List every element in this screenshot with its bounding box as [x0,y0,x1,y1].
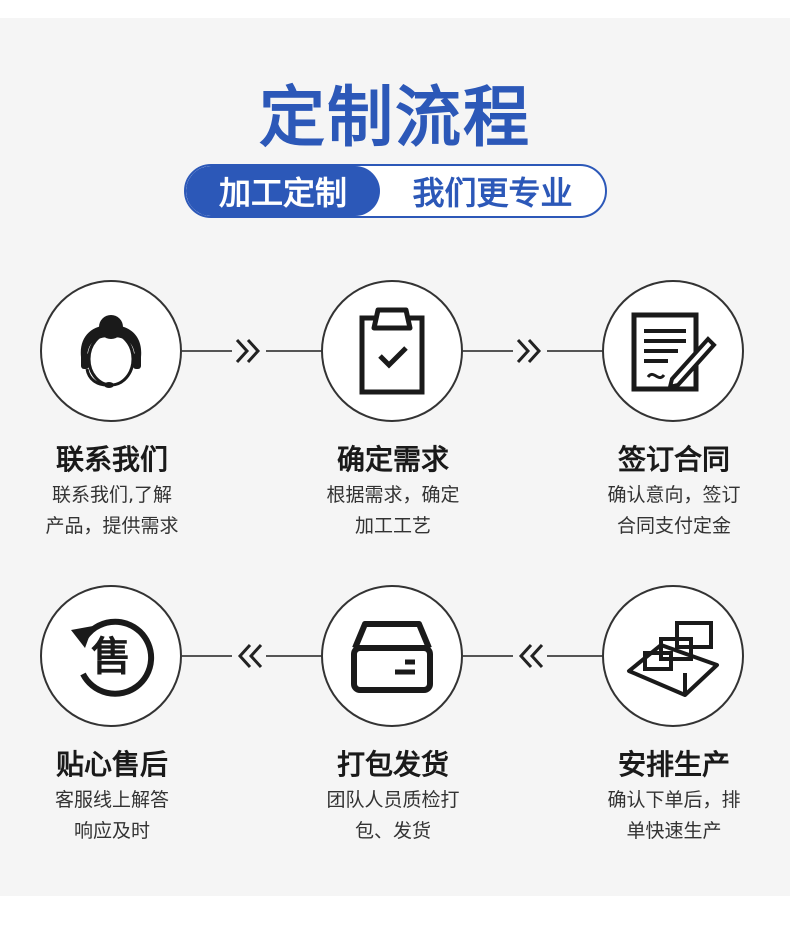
step-circle-requirements [321,280,463,422]
step-desc: 产品，提供需求 [45,515,179,537]
tagline-left: 加工定制 [186,166,380,216]
step-desc: 加工工艺 [354,515,431,537]
package-box-icon [351,621,433,693]
step-desc: 包、发货 [354,820,431,842]
double-chevron-right-icon [232,336,266,366]
tagline-pill: 加工定制 我们更专业 [184,164,607,218]
step-circle-contract [602,280,744,422]
double-chevron-left-icon [232,641,266,671]
double-chevron-right-icon [513,336,547,366]
step-desc: 客服线上解答 [54,789,169,811]
step-circle-production [602,585,744,727]
contract-sign-icon [631,312,717,392]
after-sale-glyph: 售 [91,634,131,680]
step-circle-contact [40,280,182,422]
step-desc: 确认意向，签订 [607,484,741,506]
step-circle-aftersale: 售 [40,585,182,727]
step-desc: 根据需求，确定 [326,484,460,506]
step-title: 确定需求 [336,443,449,476]
step-title: 联系我们 [55,443,168,476]
step-title: 贴心售后 [55,748,168,781]
page-title: 定制流程 [259,79,531,156]
step-desc: 合同支付定金 [616,515,731,537]
step-desc: 团队人员质检打 [326,789,460,811]
step-title: 打包发货 [336,748,449,781]
step-desc: 确认下单后，排 [607,789,741,811]
step-desc: 响应及时 [73,820,150,842]
double-chevron-left-icon [513,641,547,671]
customer-service-icon [80,315,142,388]
step-desc: 单快速生产 [626,820,722,842]
step-circle-shipping [321,585,463,727]
after-sale-icon: 售 [71,618,155,697]
step-title: 签订合同 [617,443,730,476]
production-icon [627,621,719,697]
step-title: 安排生产 [617,748,730,781]
step-desc: 联系我们,了解 [51,484,173,506]
tagline-right: 我们更专业 [412,174,573,212]
clipboard-check-icon [359,307,425,395]
